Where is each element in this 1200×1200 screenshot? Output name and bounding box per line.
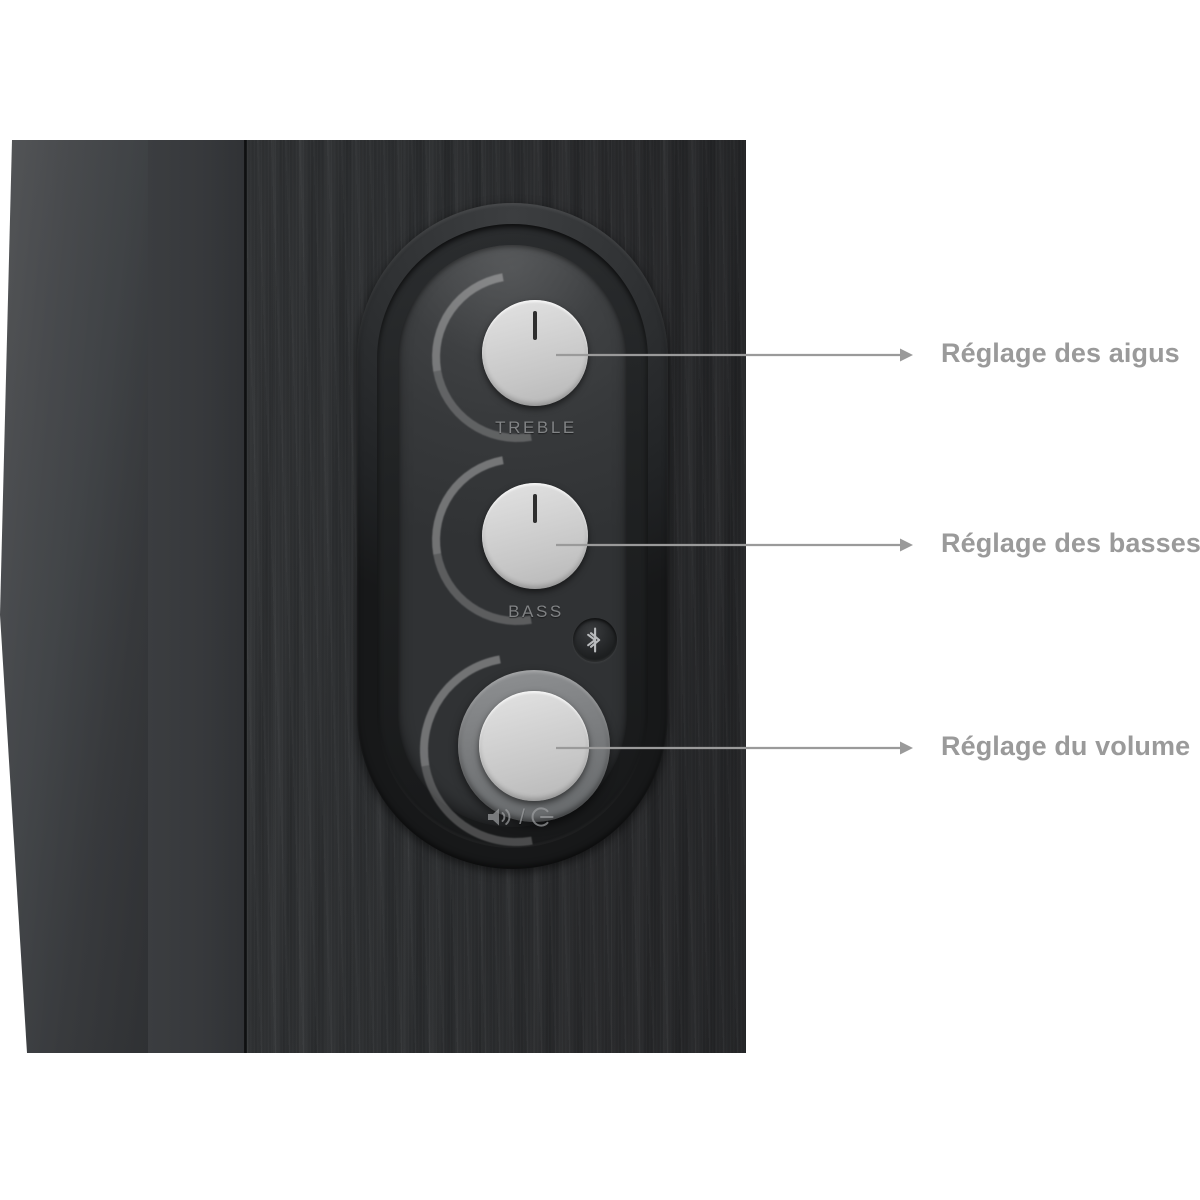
treble-knob[interactable] [482, 300, 588, 406]
speaker-side-panel [0, 140, 150, 1053]
volume-power-icon-row: / [440, 806, 600, 828]
bass-knob-group[interactable] [398, 421, 636, 659]
volume-knob[interactable] [479, 691, 589, 801]
power-icon [531, 807, 554, 827]
bass-label: BASS [508, 602, 564, 621]
treble-knob-indicator [533, 311, 537, 340]
treble-knob-group[interactable] [398, 238, 636, 476]
cabinet-seam-line [244, 140, 247, 1053]
bass-knob[interactable] [482, 483, 588, 589]
icon-separator: / [519, 805, 525, 829]
volume-icon [488, 808, 511, 826]
bass-knob-indicator [533, 494, 537, 523]
bluetooth-button[interactable] [573, 618, 617, 662]
bluetooth-icon [587, 627, 601, 653]
annotation-label-bass: Réglage des basses [941, 528, 1200, 558]
volume-knob-group[interactable] [382, 616, 650, 884]
speaker-side-bevel [148, 140, 245, 1053]
annotation-label-volume: Réglage du volume [941, 731, 1191, 761]
treble-label: TREBLE [495, 418, 577, 437]
speaker-side-panel-gloss [0, 140, 150, 1053]
annotation-label-treble: Réglage des aigus [941, 338, 1180, 368]
